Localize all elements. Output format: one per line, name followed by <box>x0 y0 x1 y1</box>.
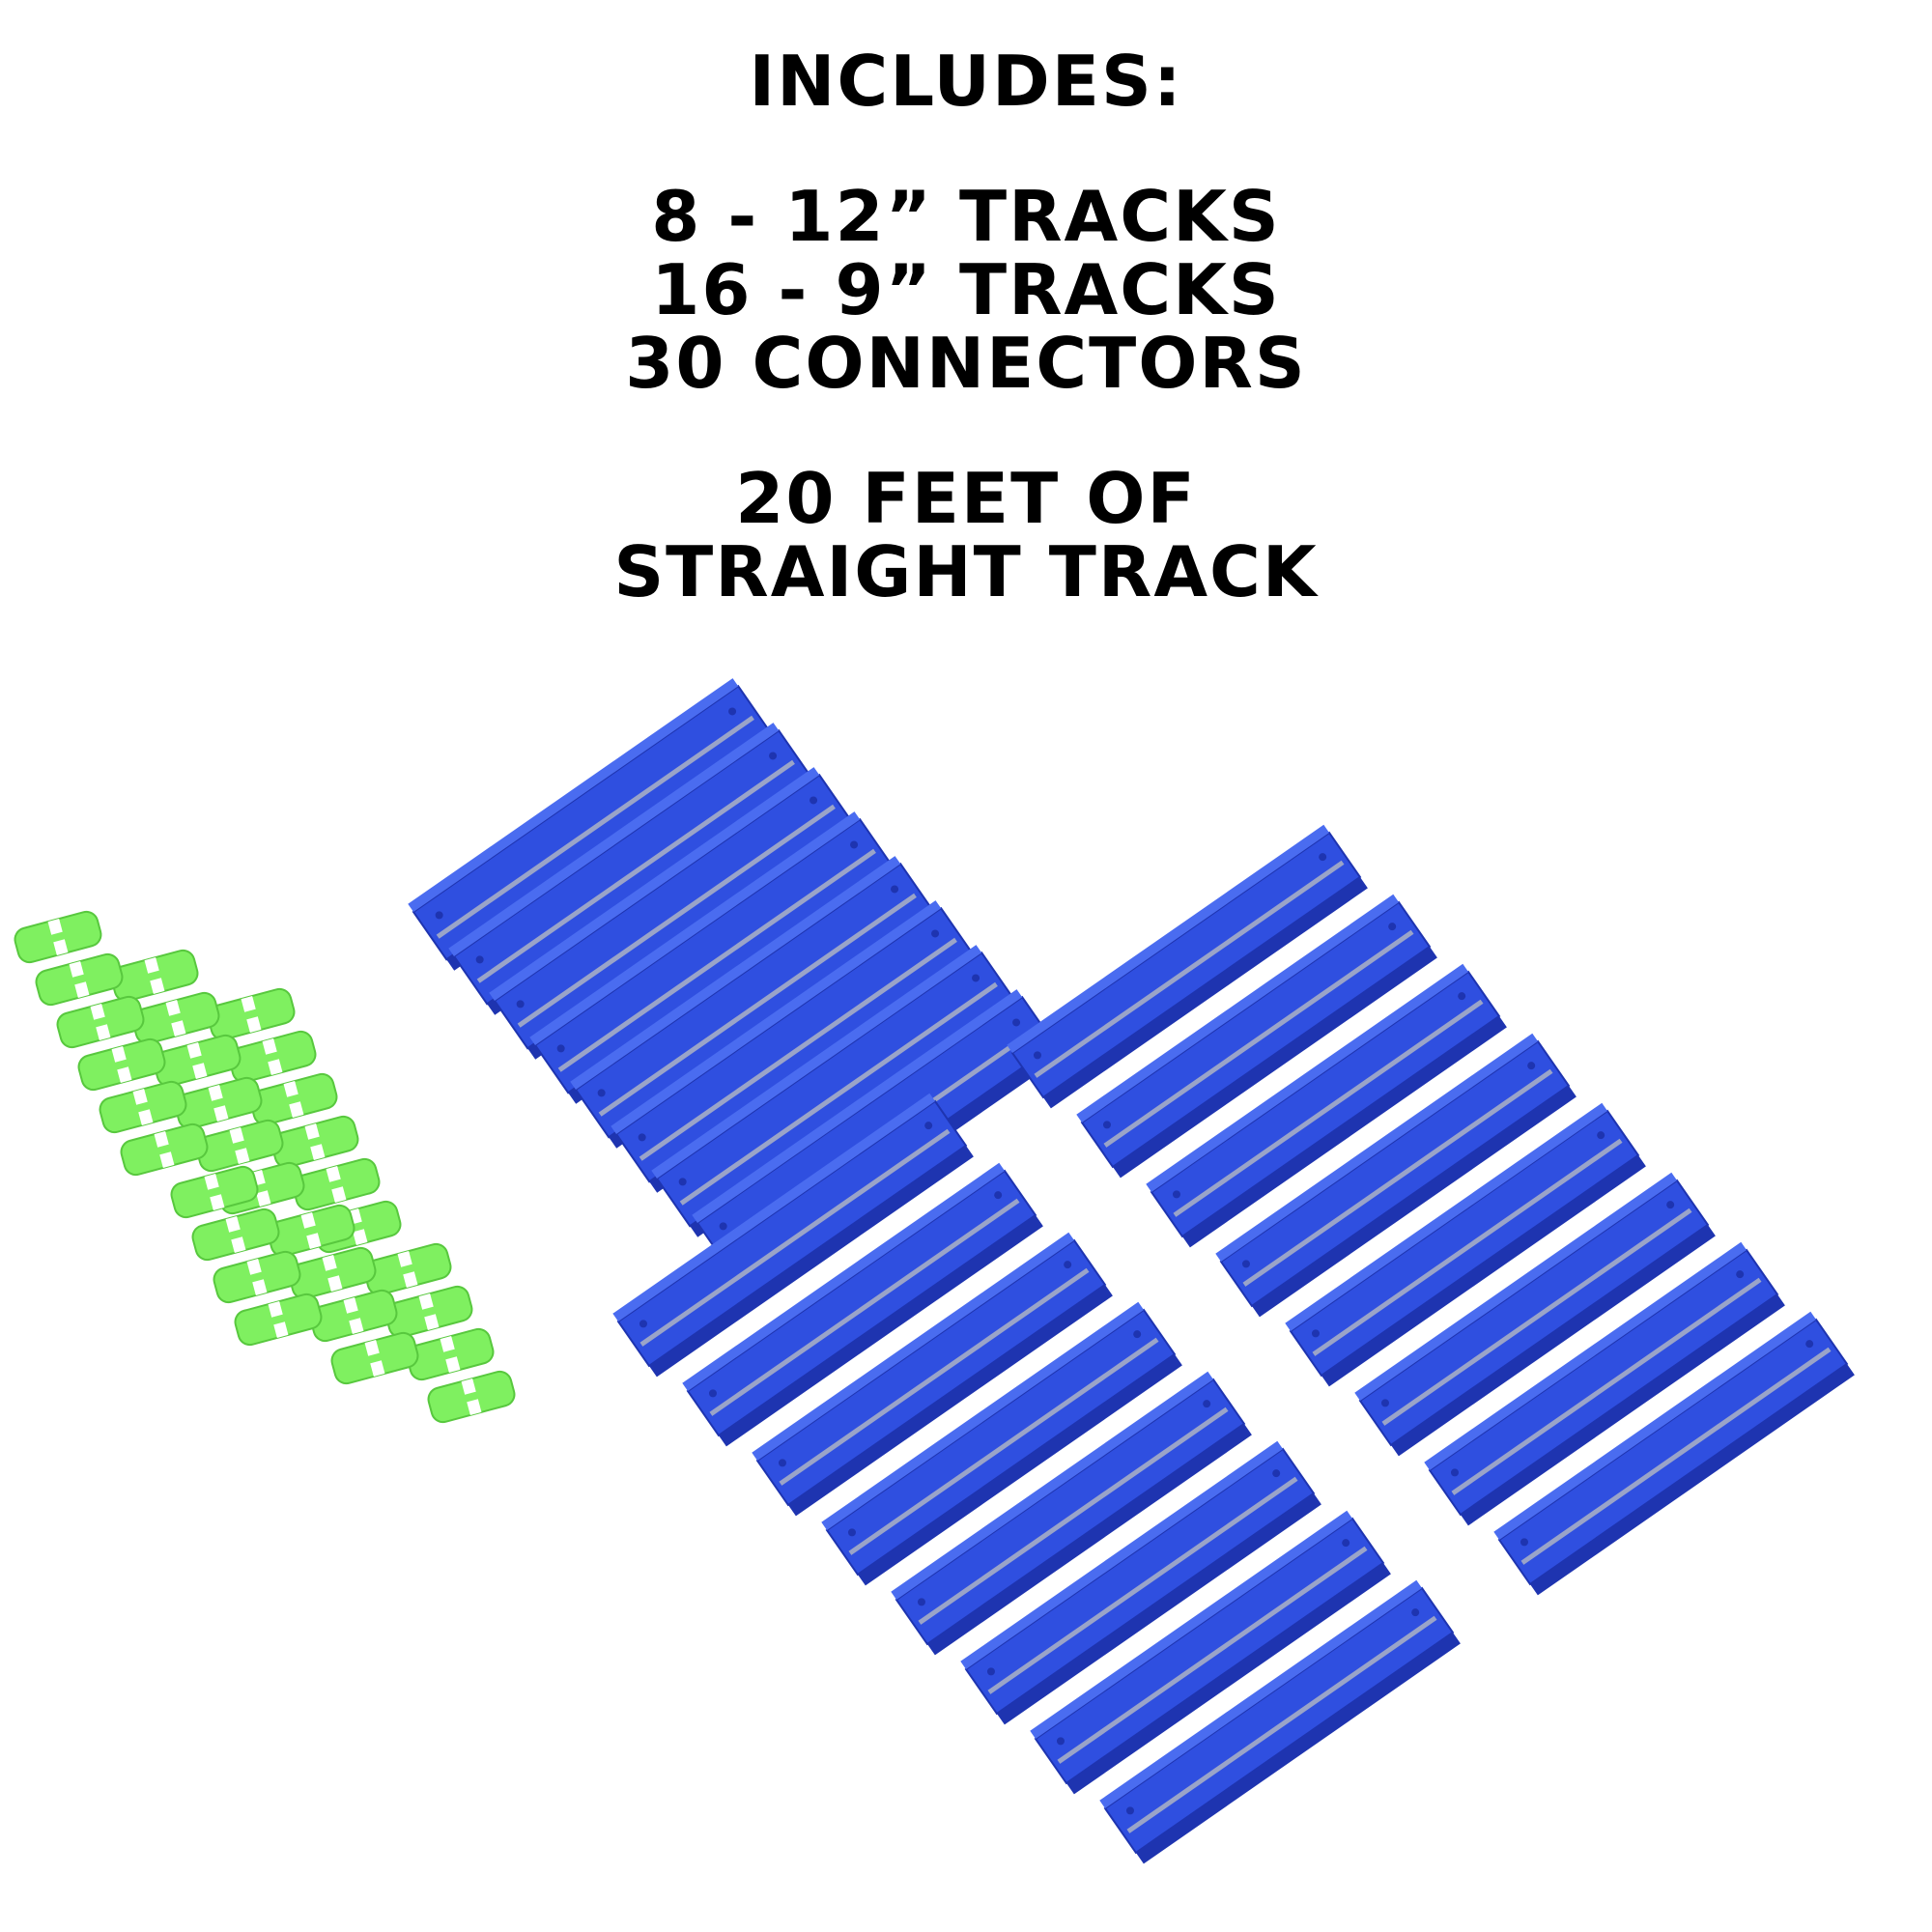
summary-line-1: 20 FEET OF <box>735 458 1197 539</box>
short-track <box>682 1162 1043 1447</box>
contents-line-connectors: 30 CONNECTORS <box>625 323 1307 404</box>
includes-heading: INCLUDES: <box>749 41 1183 122</box>
contents-line-long-tracks: 8 - 12” TRACKS <box>651 176 1281 257</box>
connector-clip <box>120 1122 209 1177</box>
connector-clip <box>384 1285 473 1339</box>
connector-clip <box>35 952 124 1007</box>
short-track <box>1030 1510 1391 1795</box>
connector-clip <box>288 1246 377 1300</box>
short-track <box>1493 1311 1855 1596</box>
connector-clip <box>170 1165 259 1219</box>
short-track <box>1424 1241 1785 1526</box>
short-track <box>1354 1172 1716 1457</box>
short-track <box>821 1301 1182 1586</box>
connector-clip <box>363 1242 452 1296</box>
short-track <box>612 1093 974 1378</box>
connector-clip <box>427 1370 516 1424</box>
connector-clip <box>249 1072 338 1126</box>
connector-clip <box>195 1119 284 1173</box>
connector-clip <box>99 1080 187 1134</box>
connector-clip <box>14 910 102 964</box>
short-track <box>752 1232 1113 1517</box>
connector-clip <box>292 1157 381 1211</box>
connector-clip <box>234 1293 323 1347</box>
short-track <box>1146 963 1507 1248</box>
connector-clip <box>56 995 145 1049</box>
connector-clip <box>330 1331 419 1385</box>
connector-clip <box>77 1037 166 1092</box>
total-length-summary: 20 FEET OF STRAIGHT TRACK <box>0 462 1932 609</box>
connector-clip <box>131 991 220 1045</box>
short-track <box>1215 1033 1577 1318</box>
connector-clip <box>191 1208 280 1262</box>
short-track <box>891 1371 1252 1656</box>
connector-clip <box>213 1250 301 1304</box>
short-track <box>960 1440 1321 1725</box>
connector-clip <box>406 1327 495 1381</box>
connector-clip <box>228 1030 317 1084</box>
short-track <box>1076 894 1437 1179</box>
contents-list: 8 - 12” TRACKS 16 - 9” TRACKS 30 CONNECT… <box>0 180 1932 400</box>
short-track <box>1099 1579 1461 1864</box>
connector-clip <box>110 949 199 1003</box>
short-tracks-group <box>612 824 1855 1864</box>
contents-line-short-tracks: 16 - 9” TRACKS <box>651 249 1281 330</box>
long-tracks-group <box>408 678 1064 1282</box>
summary-line-2: STRAIGHT TRACK <box>613 531 1319 612</box>
short-track <box>1285 1102 1646 1387</box>
connector-clip <box>174 1076 263 1130</box>
short-track <box>1007 824 1368 1109</box>
connectors-group <box>14 910 516 1424</box>
